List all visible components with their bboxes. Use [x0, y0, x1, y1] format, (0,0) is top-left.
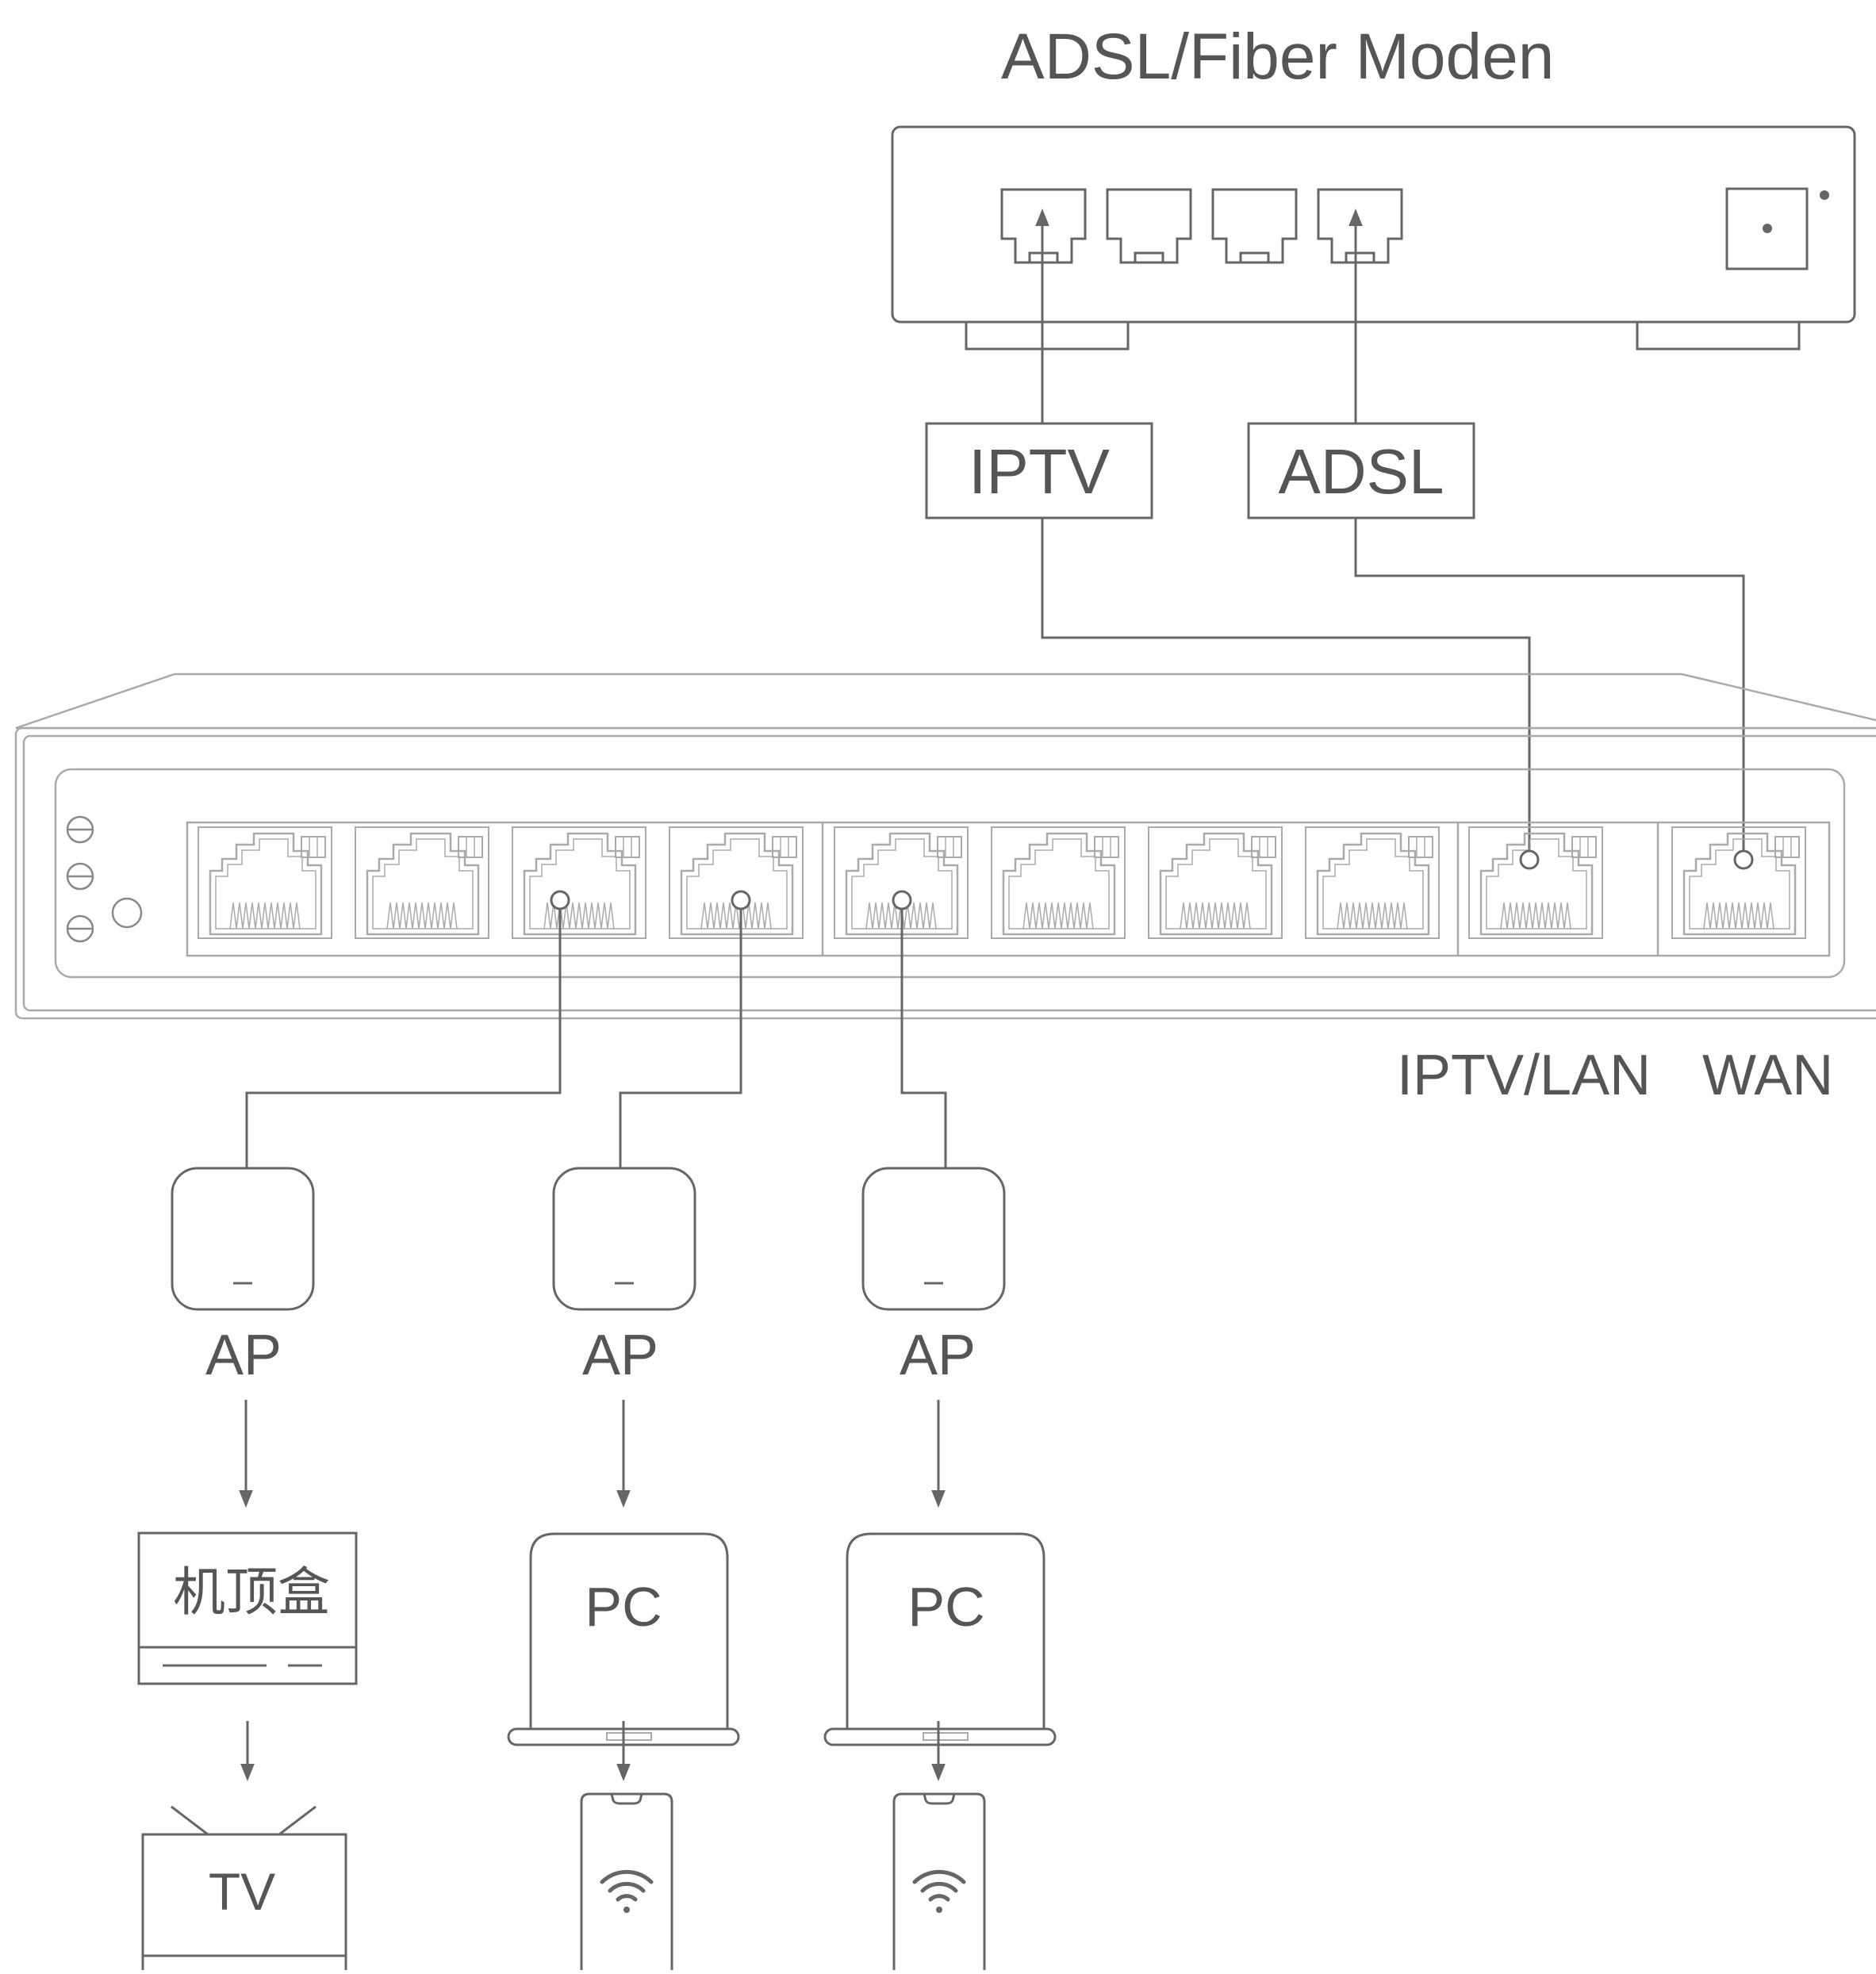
ap-label-1: AP	[205, 1324, 282, 1387]
ap-connections	[245, 909, 947, 1168]
tv-label: TV	[209, 1862, 275, 1921]
router-device	[14, 673, 1876, 1020]
iptv-connection	[1035, 209, 1531, 860]
smartphone-wifi-icon	[894, 1794, 984, 1970]
rj45-port-icon	[1211, 188, 1298, 264]
rj45-port-icon	[1106, 188, 1192, 264]
adsl-label-box: ADSL	[1247, 422, 1475, 519]
ap-device-icon	[171, 1167, 315, 1311]
iptv-label-box: IPTV	[925, 422, 1153, 519]
led-indicator-icon	[1820, 190, 1829, 200]
ap-label-2: AP	[582, 1324, 658, 1387]
tv-device: TV	[141, 1805, 347, 1974]
pc-label-1: PC	[585, 1576, 662, 1638]
rj45-port-icon	[1467, 826, 1604, 940]
settop-label: 机顶盒	[173, 1562, 330, 1621]
adsl-connection	[1348, 209, 1745, 860]
rj45-port-icon	[354, 826, 490, 940]
laptop-icon	[823, 1532, 1057, 1746]
ap-label-3: AP	[900, 1324, 976, 1387]
modem-title: ADSL/Fiber Moden	[1001, 21, 1554, 93]
rj45-port-icon	[1317, 188, 1403, 264]
smartphone-wifi-icon	[581, 1794, 672, 1970]
power-button-icon	[1725, 187, 1809, 270]
router-indicator-icons	[66, 815, 143, 943]
iptv-box-label: IPTV	[969, 436, 1110, 507]
ap-device-icon	[552, 1167, 696, 1311]
rj45-port-icon	[1671, 826, 1807, 940]
pc-label-2: PC	[907, 1576, 984, 1638]
ap-device-icon	[861, 1167, 1006, 1311]
rj45-port-icon	[511, 826, 647, 940]
wan-label: WAN	[1702, 1044, 1833, 1107]
set-top-box: 机顶盒	[137, 1531, 358, 1685]
connection-dots	[550, 849, 1754, 910]
router-ports	[197, 826, 1807, 940]
rj45-port-icon	[668, 826, 804, 940]
rj45-port-icon	[197, 826, 333, 940]
laptop-icon	[507, 1532, 740, 1746]
adsl-box-label: ADSL	[1279, 436, 1444, 507]
rj45-port-icon	[1304, 826, 1441, 940]
modem-device	[891, 125, 1856, 351]
rj45-port-icon	[1147, 826, 1283, 940]
rj45-port-icon	[990, 826, 1126, 940]
iptv-lan-label: IPTV/LAN	[1397, 1044, 1651, 1107]
